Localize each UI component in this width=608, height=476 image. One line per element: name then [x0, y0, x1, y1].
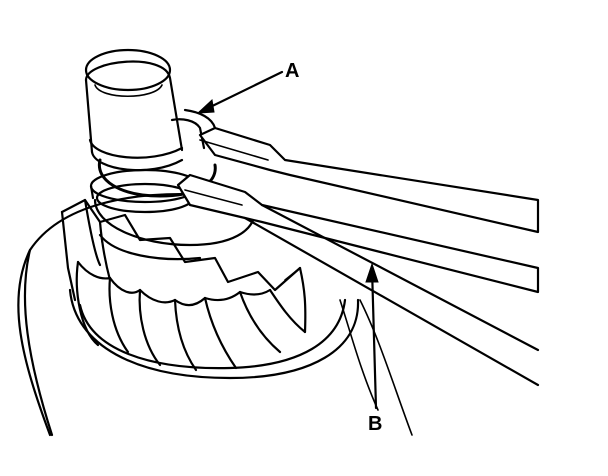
leader-line-a: [198, 70, 284, 114]
snap-ring-pliers-b: [176, 126, 540, 387]
callout-b: B: [365, 262, 382, 435]
leader-line-b: [370, 266, 378, 410]
callout-label-a: A: [285, 60, 299, 82]
armature-shaft: [84, 48, 206, 172]
pinion-gear: [60, 198, 307, 372]
arrowhead-a: [196, 99, 215, 114]
pinion-hub: [93, 198, 257, 261]
callout-label-b: B: [368, 413, 382, 435]
housing-collar: [68, 288, 360, 380]
callout-a: A: [196, 60, 299, 114]
arrowhead-b: [365, 262, 379, 283]
